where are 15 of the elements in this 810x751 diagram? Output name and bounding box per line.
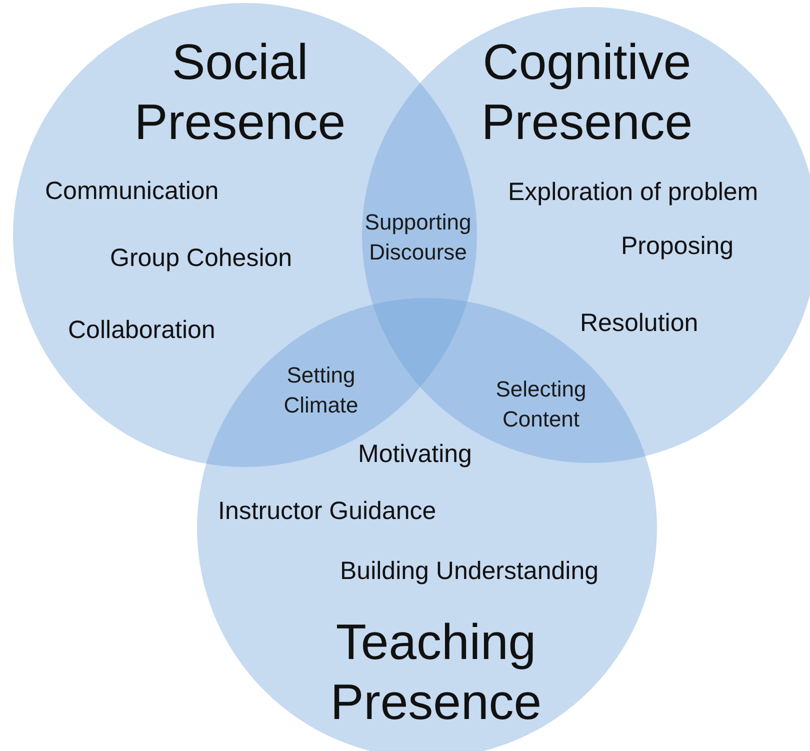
circle-item: Collaboration bbox=[68, 315, 216, 345]
overlap-label: Setting Climate bbox=[282, 361, 360, 419]
circle-heading: Cognitive Presence bbox=[480, 33, 694, 152]
overlap-label: Selecting Content bbox=[494, 375, 588, 433]
circle-item: Exploration of problem bbox=[508, 177, 758, 207]
circle-item: Group Cohesion bbox=[110, 243, 292, 273]
circle-item: Resolution bbox=[580, 308, 698, 338]
circle-item: Motivating bbox=[358, 439, 472, 469]
circle-item: Instructor Guidance bbox=[218, 496, 436, 526]
overlap-label: Supporting Discourse bbox=[364, 208, 472, 266]
circle-heading: Teaching Presence bbox=[329, 613, 543, 732]
circle-item: Communication bbox=[45, 176, 219, 206]
circle-heading: Social Presence bbox=[133, 33, 347, 152]
circle-item: Building Understanding bbox=[340, 556, 599, 586]
circle-item: Proposing bbox=[621, 231, 734, 261]
